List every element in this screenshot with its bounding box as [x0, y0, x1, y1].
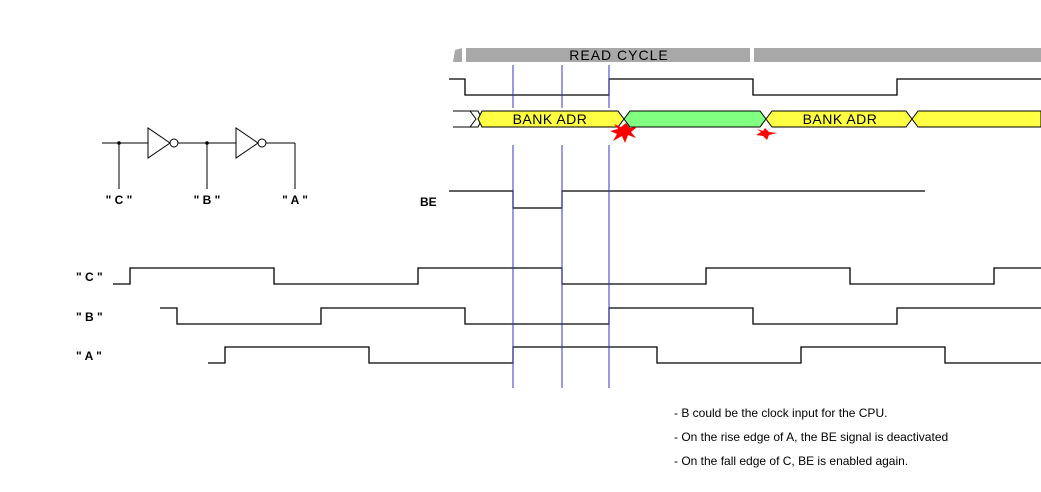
read-cycle-bar — [466, 48, 750, 62]
address-bus: BANK ADR BANK ADR — [453, 110, 1041, 128]
be-signal-label: BE — [420, 195, 437, 209]
header-bar-start-chip — [453, 48, 462, 62]
cpu-clock-waveform — [449, 78, 1041, 96]
read-cycle-label: READ CYCLE — [569, 47, 668, 63]
signal-c-label: " C " — [76, 270, 103, 284]
inverter-chain-circuit — [102, 127, 296, 189]
junction-c — [117, 141, 121, 145]
glitch-burst-2 — [756, 128, 777, 140]
signal-b-label: " B " — [76, 310, 103, 324]
bus-segment-bank-adr-1 — [469, 110, 483, 128]
note-1: - B could be the clock input for the CPU… — [674, 406, 888, 420]
inverter-2-icon — [235, 127, 259, 159]
circuit-node-b-label: " B " — [194, 193, 221, 207]
be-signal-waveform — [449, 190, 925, 209]
bus-label-bank-adr-1: BANK ADR — [513, 111, 588, 127]
circuit-node-c-label: " C " — [106, 193, 133, 207]
signal-a-label: " A " — [76, 349, 102, 363]
signal-a-waveform — [208, 346, 1041, 364]
note-2: - On the rise edge of A, the BE signal i… — [674, 430, 949, 444]
cursor-lines — [512, 65, 610, 388]
inverter-1-bubble — [169, 138, 179, 148]
bus-label-bank-adr-2: BANK ADR — [803, 111, 878, 127]
inverter-2-bubble — [257, 138, 267, 148]
bus-segment-tail — [911, 110, 1041, 128]
bus-segment-data — [623, 110, 767, 128]
note-3: - On the fall edge of C, BE is enabled a… — [674, 454, 909, 468]
next-cycle-bar — [754, 48, 1041, 62]
junction-b — [205, 141, 209, 145]
inverter-1-icon — [147, 127, 171, 159]
glitch-burst-1 — [610, 123, 637, 143]
signal-c-waveform — [113, 267, 1041, 285]
read-cycle-header: READ CYCLE — [453, 47, 1041, 63]
signal-b-waveform — [160, 307, 1041, 325]
circuit-node-a-label: " A " — [282, 193, 308, 207]
